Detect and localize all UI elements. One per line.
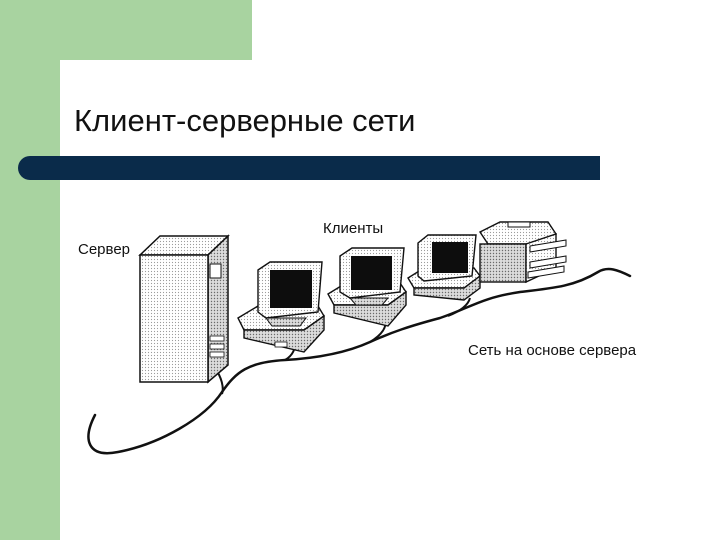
server-tower [138, 234, 230, 384]
top-green-block [0, 0, 252, 60]
sidebar-green-strip [0, 0, 60, 540]
client-computer-1 [237, 261, 325, 353]
client3-cable [447, 297, 471, 317]
slide-title: Клиент-серверные сети [74, 103, 416, 138]
content-corner [60, 60, 120, 120]
client-computer-2 [327, 247, 407, 327]
network-label: Сеть на основе сервера [468, 342, 637, 359]
title-underline-bar [18, 156, 600, 180]
server-label: Сервер [78, 241, 130, 258]
network-printer [478, 221, 567, 284]
network-cable [87, 267, 632, 455]
client-computer-3 [407, 234, 481, 301]
clients-label: Клиенты [323, 220, 383, 237]
